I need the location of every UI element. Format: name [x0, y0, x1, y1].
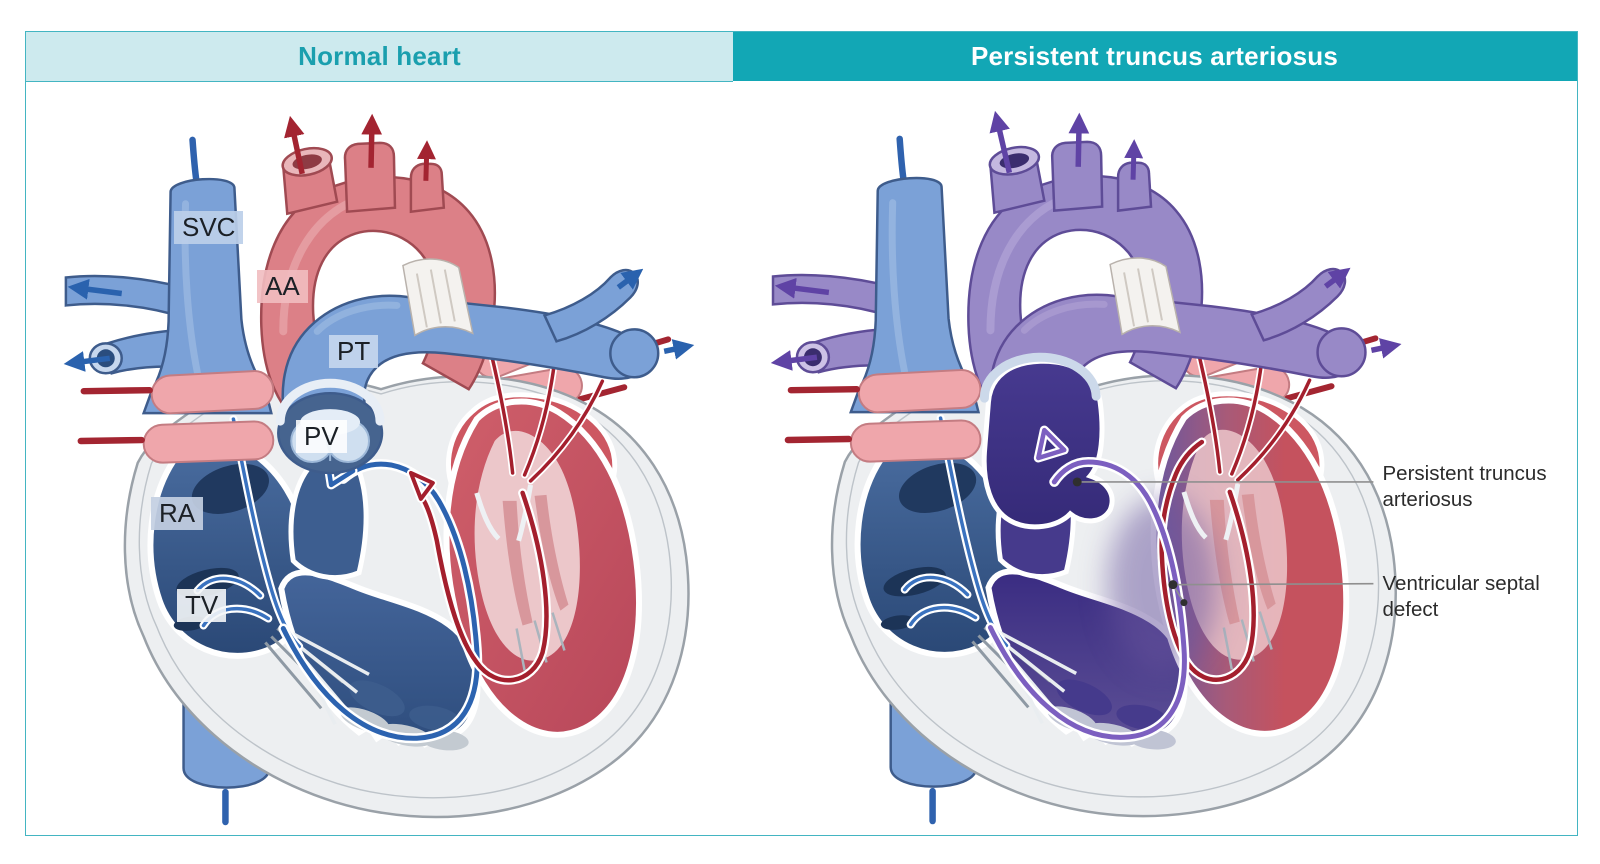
truncus-outflow-arrow — [989, 110, 1012, 174]
pa-flow-arrow — [1323, 267, 1350, 289]
ligamentum-arteriosum — [1108, 257, 1181, 336]
annotation-ventricular-septal-defect: Ventricular septal defect — [1382, 572, 1540, 622]
ligamentum-arteriosum — [402, 258, 474, 337]
mitral-valve-strands — [1181, 483, 1240, 541]
carotid-branch — [343, 141, 397, 214]
svc-flow-line — [189, 136, 200, 186]
aorta-outflow-arrow — [284, 115, 305, 175]
lv-blood-flow-arrow — [1156, 437, 1258, 685]
pa-flow-arrow — [774, 277, 829, 299]
mitral-valve-strands — [474, 484, 534, 542]
aorta-outflow-arrow — [417, 140, 436, 181]
truncus-root-dome — [979, 352, 1115, 530]
right-panel-header: Persistent truncus arteriosus — [732, 32, 1577, 81]
label-pulmonary-trunk: PT — [329, 335, 379, 368]
truncus-leader-dot — [1072, 477, 1082, 487]
left-pulmonary-veins — [784, 369, 981, 463]
left-panel-body: SVC AA PT PV RA TV — [26, 82, 733, 835]
pa-flow-arrow — [663, 339, 695, 360]
truncus-arteriosus-panel: Persistent truncus arteriosus — [732, 31, 1578, 836]
pa-flow-arrow — [1370, 338, 1401, 359]
normal-heart-panel: Normal heart — [25, 31, 734, 836]
right-panel-title: Persistent truncus arteriosus — [970, 41, 1339, 71]
left-panel-title: Normal heart — [298, 41, 461, 71]
vsd-leader-dot — [1167, 580, 1177, 590]
lv-blood-flow-arrow — [406, 468, 551, 685]
pa-flow-arrow — [67, 278, 123, 300]
right-panel-body: Persistent truncus arteriosus Ventricula… — [733, 81, 1577, 834]
label-tricuspid-valve: TV — [177, 589, 227, 622]
pa-flow-arrow — [616, 268, 644, 290]
truncus-pulmonary-branch — [988, 267, 1401, 434]
rv-blood-flow-arrow — [984, 425, 1189, 743]
truncus-heart-illustration — [770, 110, 1401, 825]
right-pulmonary-artery — [63, 274, 191, 375]
label-pulmonary-valve: PV — [296, 420, 347, 453]
pa-flow-arrow — [63, 351, 111, 372]
pa-flow-arrow — [770, 350, 817, 371]
label-right-atrium: RA — [151, 497, 204, 530]
annotation-leaders — [1072, 477, 1373, 607]
subclavian-branch — [409, 162, 446, 214]
label-svc: SVC — [174, 211, 244, 244]
truncus-branch — [1116, 161, 1152, 213]
aorta-outflow-arrow — [361, 113, 383, 168]
pulmonary-vein-flow-line — [577, 384, 628, 403]
pulmonary-vein-flow-line — [77, 386, 153, 445]
truncus-outflow-arrow — [1067, 112, 1089, 167]
left-pulmonary-veins — [77, 370, 275, 464]
vsd-leader-dot — [1179, 599, 1187, 607]
superior-vena-cava — [848, 135, 980, 414]
svc-flow-line — [895, 135, 907, 184]
truncus-outflow-arrow — [1123, 139, 1143, 180]
annotation-persistent-truncus: Persistent truncus arteriosus — [1382, 462, 1547, 512]
pulmonary-trunk — [281, 268, 695, 435]
rv-outflow-tract — [288, 458, 369, 581]
truncus-branch — [1050, 140, 1103, 213]
left-panel-header: Normal heart — [26, 32, 733, 82]
normal-heart-illustration — [63, 113, 695, 826]
pulmonary-vein-flow-line — [784, 385, 860, 444]
label-aortic-arch: AA — [257, 270, 308, 303]
